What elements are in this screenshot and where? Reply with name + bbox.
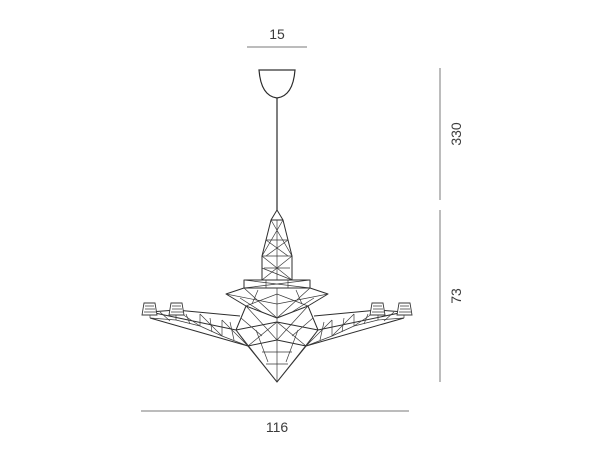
top-spire bbox=[261, 209, 293, 281]
body-height-dimension: 73 bbox=[439, 210, 464, 382]
cable-height-dimension: 330 bbox=[439, 68, 464, 200]
ceiling-canopy bbox=[258, 69, 296, 99]
body-height-label: 73 bbox=[448, 288, 464, 304]
total-width-dimension: 116 bbox=[141, 410, 409, 435]
lower-cage bbox=[235, 305, 319, 383]
canopy-width-label: 15 bbox=[269, 26, 285, 42]
chandelier-body bbox=[141, 209, 413, 383]
left-arm bbox=[149, 309, 249, 347]
central-crown bbox=[225, 287, 329, 319]
right-outer-bulb bbox=[396, 302, 413, 316]
cable-height-label: 330 bbox=[448, 122, 464, 146]
right-arm bbox=[305, 309, 405, 347]
canopy-width-dimension: 15 bbox=[247, 26, 307, 48]
total-width-label: 116 bbox=[266, 419, 289, 435]
left-outer-bulb bbox=[141, 302, 158, 316]
left-inner-bulb bbox=[168, 302, 185, 316]
collar bbox=[243, 279, 311, 289]
right-inner-bulb bbox=[369, 302, 386, 316]
